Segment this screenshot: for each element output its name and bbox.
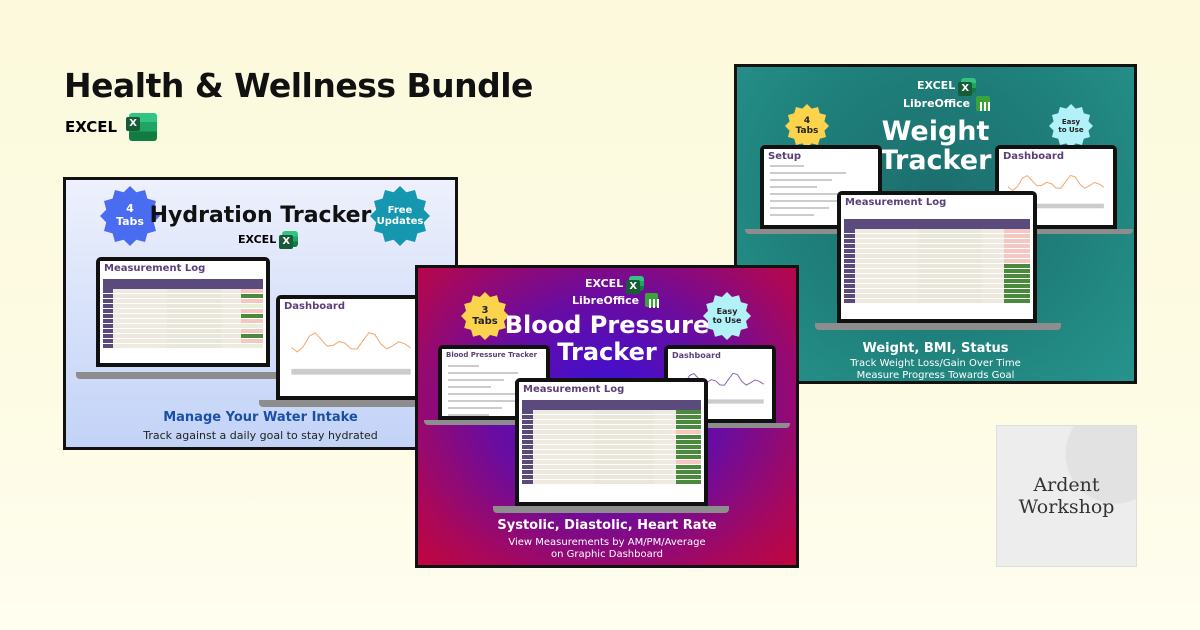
screen-title: Measurement Log — [523, 384, 625, 395]
chart-line — [291, 332, 411, 353]
excel-icon — [279, 231, 299, 249]
badge-text: Tabs — [795, 126, 819, 136]
excel-label: EXCEL — [238, 232, 277, 246]
libreoffice-icon — [976, 96, 991, 111]
form-line — [770, 207, 830, 209]
libreoffice-label-row: LibreOffice — [572, 293, 660, 308]
screen-title: Measurement Log — [845, 197, 947, 208]
badge-text: Easy — [716, 306, 738, 316]
libreoffice-icon — [645, 293, 660, 308]
badge-text: Free — [387, 204, 413, 216]
blood-pressure-tagline: Systolic, Diastolic, Heart Rate — [497, 518, 717, 533]
form-line — [448, 365, 480, 367]
form-line — [770, 179, 832, 181]
excel-label-row: EXCEL — [917, 78, 977, 96]
form-line — [448, 393, 530, 395]
form-line — [448, 414, 489, 416]
chart-line — [676, 372, 764, 388]
form-line — [448, 386, 491, 388]
form-line — [770, 186, 817, 188]
excel-label-row: EXCEL — [238, 231, 299, 249]
subline: Track Weight Loss/Gain Over Time — [850, 358, 1021, 369]
title-line: Tracker — [879, 145, 992, 176]
title-line: Weight — [881, 116, 990, 147]
libreoffice-label: LibreOffice — [572, 293, 640, 307]
excel-icon — [126, 113, 158, 141]
excel-label: EXCEL — [917, 79, 956, 92]
excel-label: EXCEL — [65, 118, 118, 136]
form-line — [770, 193, 859, 195]
excel-label-row: EXCEL — [585, 276, 645, 294]
screen-title: Measurement Log — [104, 263, 206, 274]
sheet-table — [844, 219, 1030, 319]
badge-text: to Use — [712, 316, 742, 325]
screen-title: Blood Pressure Tracker — [446, 351, 538, 359]
badge-text: Tabs — [116, 215, 144, 228]
subline: on Graphic Dashboard — [550, 549, 664, 560]
hydration-tagline: Manage Your Water Intake — [163, 410, 358, 425]
title-line: Tracker — [557, 338, 657, 366]
logo-text: Ardent — [1033, 474, 1100, 496]
sheet-table — [522, 400, 701, 502]
badge-text: 4 — [803, 115, 811, 126]
excel-label-row: EXCEL — [65, 113, 158, 141]
form-line — [770, 165, 805, 167]
form-line — [448, 400, 516, 402]
form-line — [770, 200, 845, 202]
axis-labels — [1008, 203, 1104, 209]
libreoffice-label-row: LibreOffice — [903, 96, 991, 111]
form-line — [770, 214, 815, 216]
form-line — [448, 379, 505, 381]
title-line: Blood Pressure — [504, 311, 710, 339]
form-line — [448, 407, 503, 409]
badge-text: to Use — [1058, 126, 1084, 134]
logo-text: Workshop — [1018, 496, 1115, 518]
form-line — [448, 372, 518, 374]
screen-title: Dashboard — [672, 351, 721, 360]
dashboard-chart — [676, 372, 764, 404]
badge-text: Tabs — [472, 316, 498, 327]
axis-labels — [676, 399, 764, 404]
badge-text: Easy — [1061, 117, 1081, 126]
form-line — [770, 172, 847, 174]
badge-text: Updates — [376, 216, 424, 227]
page-title: Health & Wellness Bundle — [64, 66, 533, 105]
screen-title: Dashboard — [284, 301, 345, 312]
screen-title: Setup — [768, 151, 802, 162]
excel-icon — [626, 276, 645, 294]
badge-text: 4 — [126, 202, 134, 216]
screen-title: Dashboard — [1003, 151, 1064, 162]
hydration-title: Hydration Tracker — [149, 203, 372, 228]
excel-label: EXCEL — [585, 277, 624, 290]
chart-line — [1007, 174, 1105, 192]
hydration-subline: Track against a daily goal to stay hydra… — [143, 429, 378, 442]
dashboard-chart — [291, 332, 411, 375]
weight-tagline: Weight, BMI, Status — [862, 341, 1009, 356]
dashboard-chart — [1007, 174, 1105, 209]
subline: View Measurements by AM/PM/Average — [508, 537, 706, 548]
sheet-table — [103, 279, 263, 363]
libreoffice-label: LibreOffice — [903, 97, 971, 110]
axis-labels — [291, 368, 411, 375]
excel-icon — [958, 78, 977, 96]
badge-text: 3 — [481, 304, 489, 316]
subline: Measure Progress Towards Goal — [856, 370, 1015, 381]
